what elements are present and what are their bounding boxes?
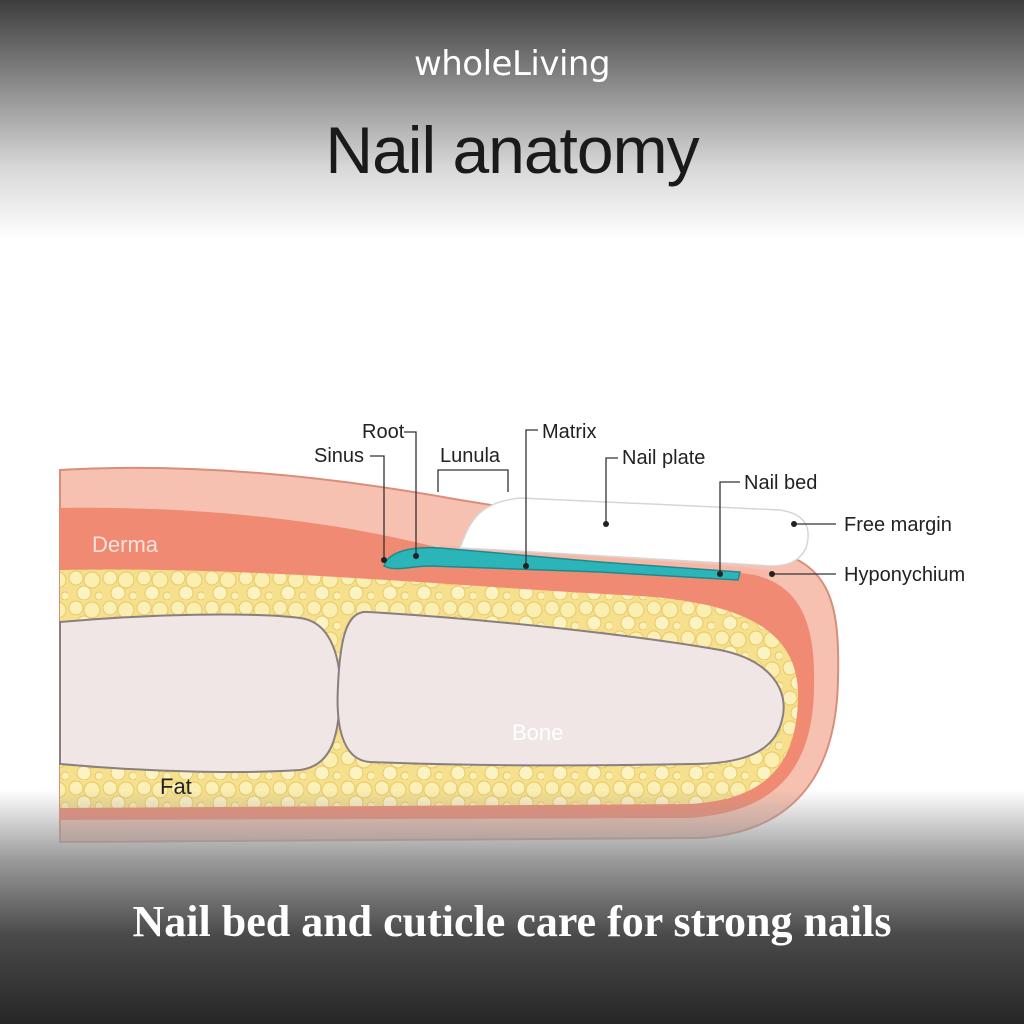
leader-lines (370, 429, 836, 575)
root-leader-line (404, 431, 417, 556)
middle-phalanx-bone (59, 613, 342, 773)
nail-bed-label: Nail bed (744, 472, 817, 494)
nail-plate (458, 497, 809, 567)
nail-bed-leader-line (719, 481, 740, 574)
sinus-label: Sinus (314, 445, 364, 467)
bottom-gradient-band (0, 790, 1024, 1024)
distal-phalanx-bone (336, 610, 785, 767)
matrix-leader-line (525, 429, 538, 566)
matrix-layer (383, 546, 741, 581)
leader-dots (381, 521, 797, 577)
matrix-label: Matrix (542, 421, 596, 443)
free-margin-label: Free margin (844, 514, 952, 536)
caption-text: Nail bed and cuticle care for strong nai… (132, 897, 892, 946)
sinus-leader-line (370, 455, 385, 558)
page-title: Nail anatomy (325, 113, 699, 187)
root-label: Root (362, 421, 405, 443)
nail-plate-label: Nail plate (622, 447, 705, 469)
derma-label: Derma (92, 532, 159, 557)
nail-bed-layer (439, 545, 771, 577)
lunula-label: Lunula (440, 445, 501, 467)
top-gradient-band (0, 0, 1024, 240)
lunula-bracket (437, 469, 509, 492)
bone-label: Bone (512, 720, 563, 745)
nail-plate-leader-line (605, 457, 618, 524)
hyponychium-label: Hyponychium (844, 564, 965, 586)
brand-logo: wholeLiving (413, 44, 611, 84)
